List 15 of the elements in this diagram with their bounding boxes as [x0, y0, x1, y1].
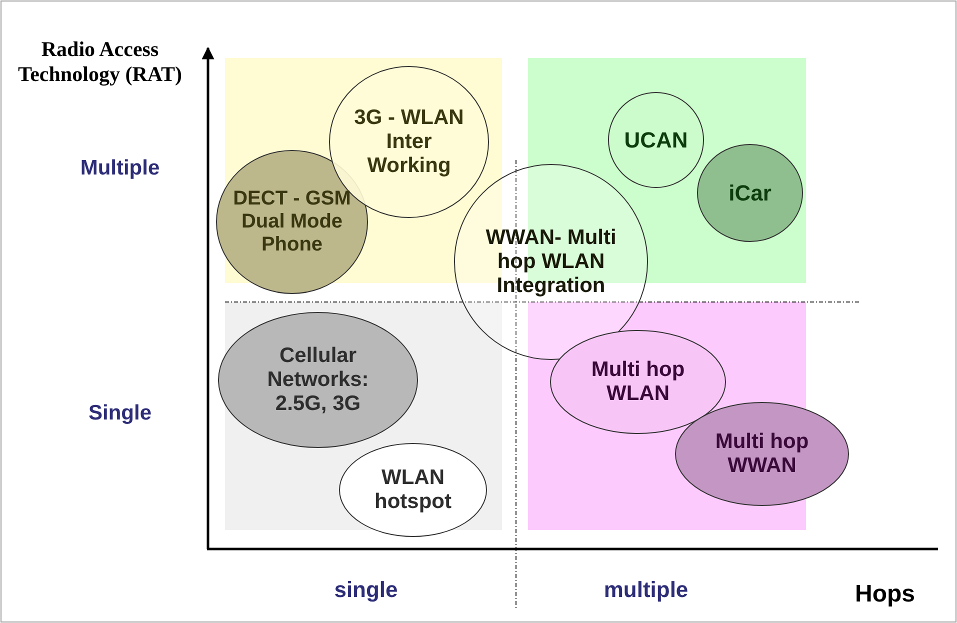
- node-label: 3G - WLAN Inter Working: [353, 106, 465, 178]
- node-label: Multi hop WLAN: [590, 358, 686, 406]
- axis-label: multiple: [602, 576, 690, 604]
- node-label: DECT - GSM Dual Mode Phone: [232, 188, 352, 256]
- axis-label: Hops: [854, 580, 916, 610]
- node-label: iCar: [728, 180, 772, 206]
- node-label: Cellular Networks: 2.5G, 3G: [266, 344, 370, 416]
- node-label: WWAN- Multi hop WLAN Integration: [484, 226, 618, 298]
- axis-label: Single: [87, 400, 152, 426]
- node-label: Multi hop WWAN: [714, 430, 810, 478]
- axis-label: single: [333, 576, 399, 604]
- node-label: WLAN hotspot: [374, 466, 452, 514]
- axis-title: Radio Access Technology (RAT): [17, 36, 183, 88]
- axis-label: Multiple: [79, 155, 161, 181]
- node-label: UCAN: [623, 127, 689, 153]
